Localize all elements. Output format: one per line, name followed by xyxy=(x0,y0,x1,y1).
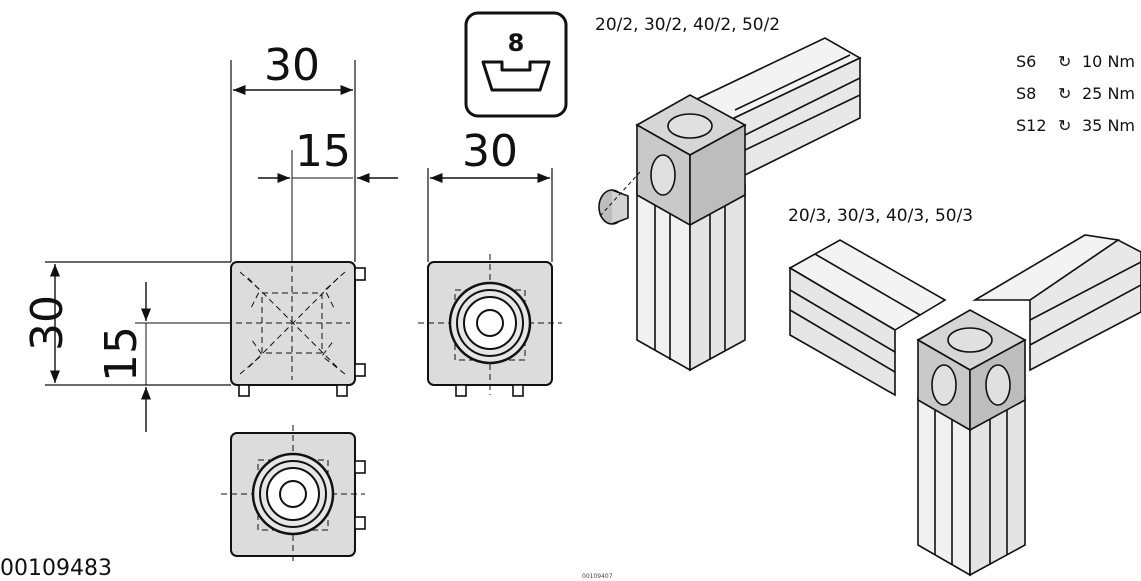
torque-row-s8: S8 ↻ 25 Nm xyxy=(1016,84,1135,103)
torque-table: S6 ↻ 10 Nm S8 ↻ 25 Nm S12 ↻ 35 Nm xyxy=(1016,52,1135,135)
dimension-top-width: 30 xyxy=(264,40,320,91)
top-view xyxy=(221,425,366,565)
t-slot-icon xyxy=(481,60,551,92)
torque-screw: S6 xyxy=(1016,52,1036,71)
dimension-side-half: 15 xyxy=(96,326,147,382)
torque-screw: S8 xyxy=(1016,84,1036,103)
reference-number: 00109407 xyxy=(582,573,613,580)
torque-row-s12: S12 ↻ 35 Nm xyxy=(1016,116,1135,135)
two-way-connector-illustration xyxy=(598,37,862,372)
torque-screw: S12 xyxy=(1016,116,1047,135)
rotate-clockwise-icon: ↻ xyxy=(1058,84,1071,103)
front-view: 30 15 30 15 xyxy=(22,40,398,432)
side-view: 30 xyxy=(418,126,562,397)
dimension-side-height: 30 xyxy=(22,295,73,351)
torque-value: 35 Nm xyxy=(1082,116,1135,135)
slot-size-badge: 8 xyxy=(464,11,568,118)
torque-value: 25 Nm xyxy=(1082,84,1135,103)
dimension-top-half: 15 xyxy=(295,126,351,177)
three-way-label: 20/3, 30/3, 40/3, 50/3 xyxy=(788,206,973,226)
three-way-connector-illustration xyxy=(788,234,1141,577)
article-number: 00109483 xyxy=(0,556,112,581)
rotate-clockwise-icon: ↻ xyxy=(1058,116,1071,135)
dimension-right-width: 30 xyxy=(462,126,518,177)
two-way-label: 20/2, 30/2, 40/2, 50/2 xyxy=(595,15,780,35)
slot-size-label: 8 xyxy=(508,29,525,57)
rotate-clockwise-icon: ↻ xyxy=(1058,52,1071,71)
torque-row-s6: S6 ↻ 10 Nm xyxy=(1016,52,1135,71)
torque-value: 10 Nm xyxy=(1082,52,1135,71)
